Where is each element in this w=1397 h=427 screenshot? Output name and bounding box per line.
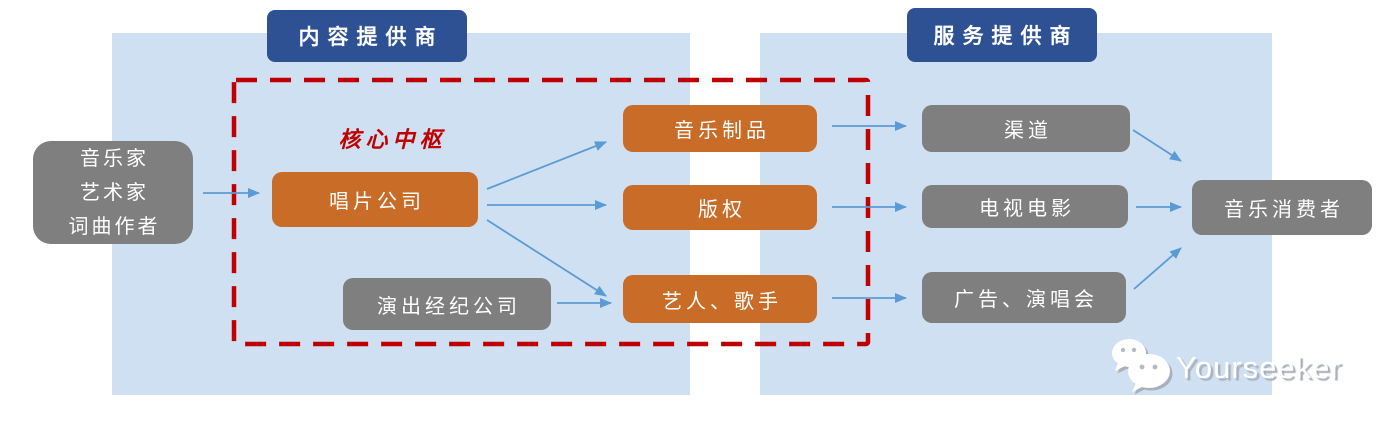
arrow-ads-to-consumers bbox=[1133, 247, 1182, 290]
node-music-products: 音乐制品 bbox=[623, 105, 817, 152]
header-service-provider: 服务提供商 bbox=[907, 8, 1097, 62]
node-creators-line3: 词曲作者 bbox=[68, 215, 161, 238]
node-copyright: 版权 bbox=[623, 185, 817, 230]
header-content-provider: 内容提供商 bbox=[267, 10, 467, 62]
watermark-brand: Yourseeker bbox=[1176, 350, 1342, 385]
watermark: Yourseeker bbox=[1108, 336, 1388, 406]
arrow-channels-to-consumers bbox=[1132, 129, 1182, 162]
node-record-company: 唱片公司 bbox=[272, 172, 478, 227]
node-creators: 音乐家 艺术家 词曲作者 bbox=[33, 141, 193, 244]
node-tv-movies: 电视电影 bbox=[922, 185, 1128, 228]
node-ads-concerts: 广告、演唱会 bbox=[922, 272, 1126, 323]
node-creators-line2: 艺术家 bbox=[80, 181, 149, 204]
node-artists-singers: 艺人、歌手 bbox=[623, 275, 817, 323]
core-hub-label: 核心中枢 bbox=[338, 127, 447, 152]
wechat-icon bbox=[1112, 339, 1173, 395]
node-creators-line1: 音乐家 bbox=[80, 147, 149, 170]
node-performance-agency: 演出经纪公司 bbox=[343, 278, 551, 330]
node-channels: 渠道 bbox=[922, 105, 1130, 152]
arrow-record-to-artists bbox=[486, 219, 607, 297]
node-music-consumers: 音乐消费者 bbox=[1192, 180, 1372, 235]
arrow-record-to-products bbox=[486, 141, 607, 190]
